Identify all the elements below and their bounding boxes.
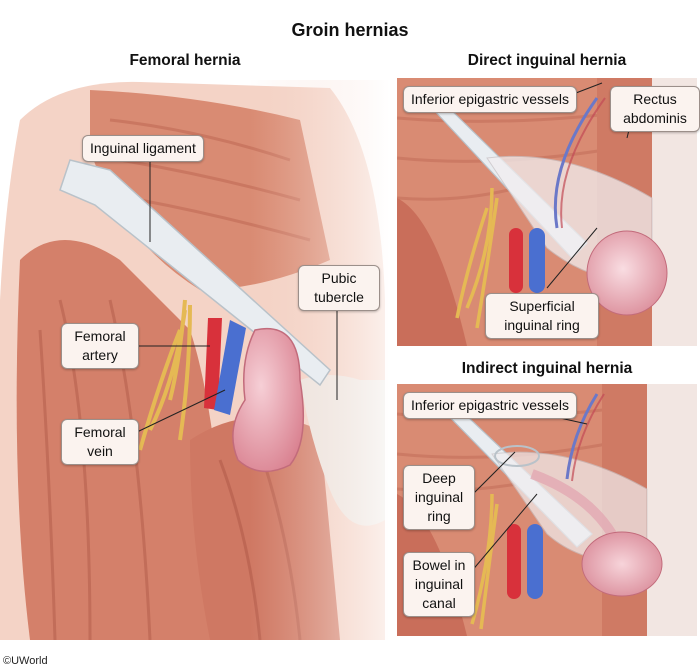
label-deep-inguinal-ring: Deep inguinal ring	[403, 465, 475, 530]
label-pubic-tubercle: Pubic tubercle	[298, 265, 380, 311]
label-femoral-vein: Femoral vein	[61, 419, 139, 465]
femoral-hernia-illustration	[0, 80, 390, 640]
femoral-hernia-sac	[232, 327, 305, 473]
label-indirect-inferior-epigastric: Inferior epigastric vessels	[403, 392, 577, 419]
direct-panel-title: Direct inguinal hernia	[467, 52, 627, 69]
label-bowel-in-inguinal-canal: Bowel in inguinal canal	[403, 552, 475, 617]
direct-epigastric-vessels	[553, 97, 599, 229]
label-superficial-inguinal-ring: Superficial inguinal ring	[485, 293, 599, 339]
indirect-artery	[507, 524, 521, 599]
direct-nerve	[455, 187, 499, 329]
direct-vein	[529, 228, 545, 293]
indirect-vein	[527, 524, 543, 599]
indirect-panel-title: Indirect inguinal hernia	[461, 360, 633, 377]
figure-title: Groin hernias	[291, 20, 409, 40]
direct-artery	[509, 228, 523, 293]
indirect-nerve	[470, 493, 499, 630]
label-rectus-abdominis: Rectus abdominis	[610, 86, 700, 132]
indirect-bowel	[530, 469, 617, 537]
femoral-panel-title: Femoral hernia	[129, 52, 241, 69]
copyright-text: ©UWorld	[3, 655, 48, 667]
label-femoral-artery: Femoral artery	[61, 323, 139, 369]
deep-inguinal-ring	[494, 445, 540, 467]
femoral-artery	[204, 318, 222, 410]
femoral-nerve	[138, 299, 192, 451]
direct-hernia-sac	[586, 230, 668, 316]
indirect-hernia-sac	[581, 531, 663, 597]
label-inguinal-ligament: Inguinal ligament	[82, 135, 204, 162]
indirect-epigastric-vessels	[565, 393, 599, 480]
label-direct-inferior-epigastric: Inferior epigastric vessels	[403, 86, 577, 113]
